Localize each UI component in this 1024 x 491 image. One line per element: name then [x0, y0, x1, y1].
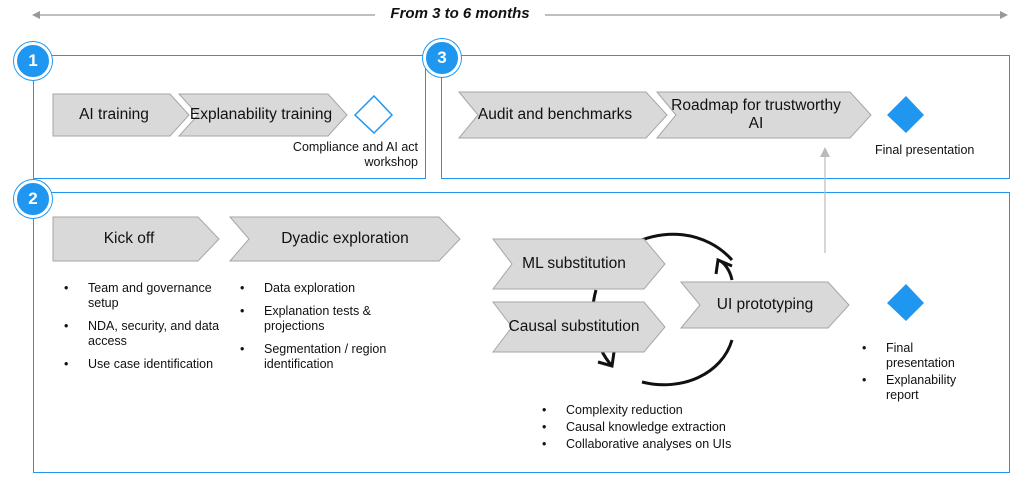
dyadic-bullet: Explanation tests & projections	[238, 304, 418, 334]
phase-1-badge: 1	[14, 42, 52, 80]
compliance-workshop-label: Compliance and AI act workshop	[292, 140, 418, 169]
step-kick-off: Kick off	[52, 216, 220, 262]
step-dyadic-exploration-label: Dyadic exploration	[281, 230, 409, 247]
step-causal-substitution: Causal substitution	[492, 301, 666, 353]
cycle-bullet: Complexity reduction	[540, 403, 800, 418]
step-explanability-training: Explanability training	[178, 93, 348, 137]
step-ui-prototyping-label: UI prototyping	[716, 296, 814, 313]
up-arrow	[820, 147, 830, 253]
step-ml-substitution-label: ML substitution	[522, 255, 626, 272]
step-causal-substitution-label: Causal substitution	[508, 318, 640, 335]
cycle-bullet: Collaborative analyses on UIs	[540, 437, 800, 452]
step-roadmap-label: Roadmap for trustworthy AI	[671, 97, 841, 132]
phase-3-badge: 3	[423, 39, 461, 77]
cycle-bullet: Causal knowledge extraction	[540, 420, 800, 435]
step-ai-training-label: AI training	[79, 106, 149, 123]
step-ai-training: AI training	[52, 93, 190, 137]
final-presentation-label-top: Final presentation	[875, 143, 975, 157]
kickoff-bullet: Use case identification	[62, 357, 222, 372]
dyadic-bullets: Data exploration Explanation tests & pro…	[238, 281, 418, 380]
timeline-label: From 3 to 6 months	[390, 5, 530, 22]
timeline-arrow	[32, 11, 1008, 19]
step-audit-benchmarks: Audit and benchmarks	[458, 91, 668, 139]
kickoff-bullets: Team and governance setup NDA, security,…	[62, 281, 222, 380]
step-ml-substitution: ML substitution	[492, 238, 666, 290]
deliverable-bullet: Final presentation	[860, 341, 970, 371]
step-ui-prototyping: UI prototyping	[680, 281, 850, 329]
dyadic-bullet: Segmentation / region identification	[238, 342, 418, 372]
deliverable-diamond	[887, 284, 924, 321]
step-roadmap-trustworthy-ai: Roadmap for trustworthy AI	[656, 91, 872, 139]
milestone-diamond-filled	[887, 96, 924, 133]
step-dyadic-exploration: Dyadic exploration	[229, 216, 461, 262]
milestone-diamond-outline	[354, 95, 394, 135]
kickoff-bullet: NDA, security, and data access	[62, 319, 222, 349]
deliverables-bullets: Final presentation Explanability report	[860, 341, 970, 405]
dyadic-bullet: Data exploration	[238, 281, 418, 296]
step-kick-off-label: Kick off	[103, 230, 155, 247]
deliverable-bullet: Explanability report	[860, 373, 970, 403]
step-explanability-training-label: Explanability training	[189, 106, 333, 123]
kickoff-bullet: Team and governance setup	[62, 281, 222, 311]
phase-2-badge: 2	[14, 180, 52, 218]
step-audit-benchmarks-label: Audit and benchmarks	[477, 106, 633, 123]
cycle-bullets: Complexity reduction Causal knowledge ex…	[540, 403, 800, 454]
